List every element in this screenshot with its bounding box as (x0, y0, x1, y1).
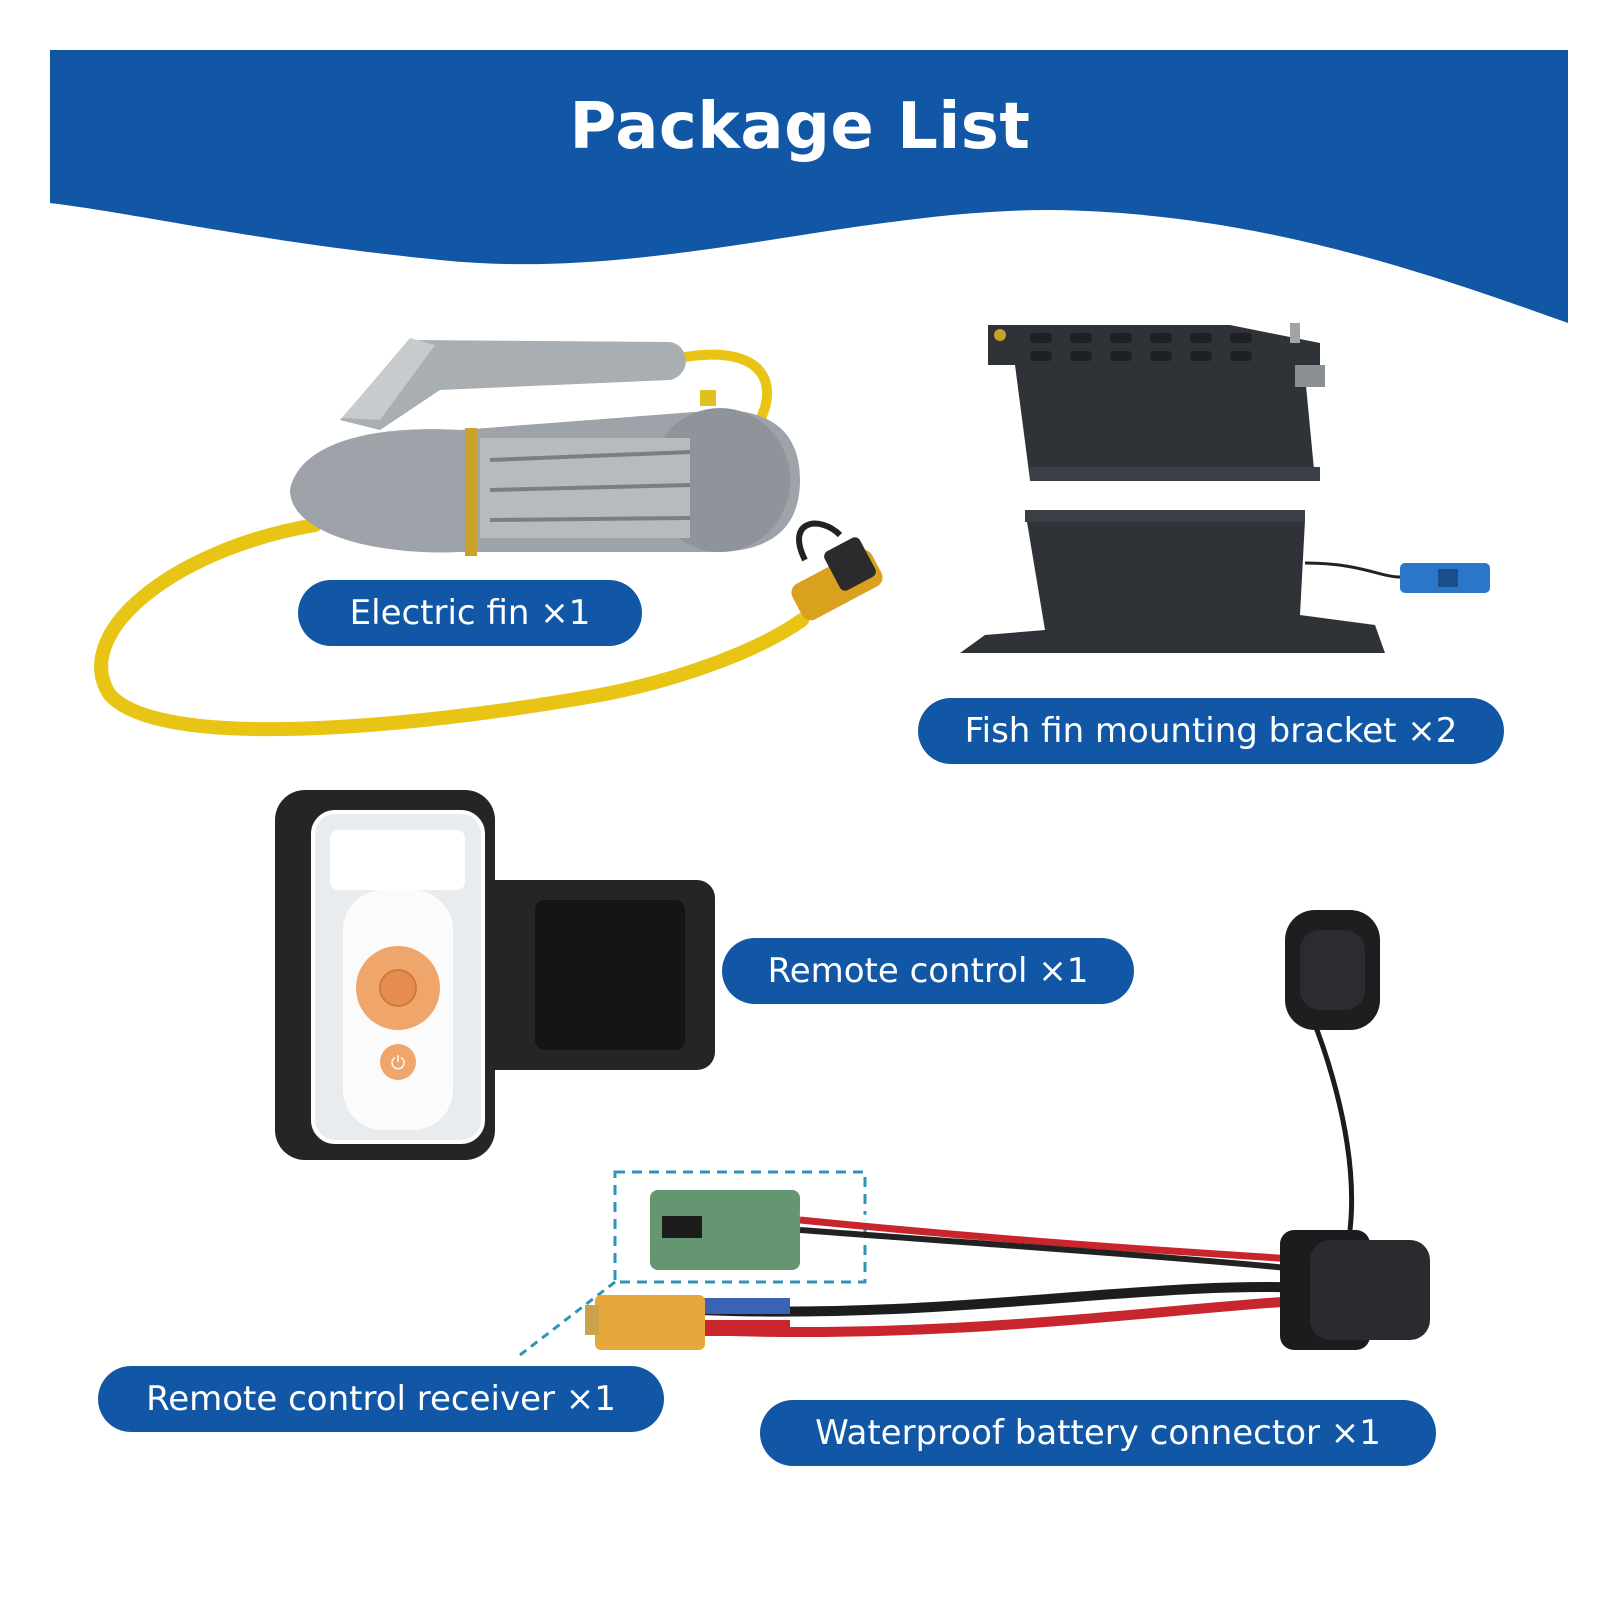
mounting-bracket-label: Fish fin mounting bracket ×2 (918, 698, 1504, 764)
remote-control-label: Remote control ×1 (722, 938, 1134, 1004)
electric-fin-image (94, 338, 883, 737)
banner-wave-shape (50, 50, 1568, 323)
remote-control-receiver-label: Remote control receiver ×1 (98, 1366, 664, 1432)
remote-control-image: ⏻ (275, 790, 715, 1160)
mounting-bracket-image (960, 323, 1490, 653)
waterproof-battery-connector-label: Waterproof battery connector ×1 (760, 1400, 1436, 1466)
receiver-connector-image (519, 910, 1430, 1357)
header-banner (50, 50, 1568, 323)
electric-fin-label: Electric fin ×1 (298, 580, 642, 646)
page-title: Package List (569, 90, 1031, 164)
svg-text:⏻: ⏻ (391, 1053, 405, 1074)
